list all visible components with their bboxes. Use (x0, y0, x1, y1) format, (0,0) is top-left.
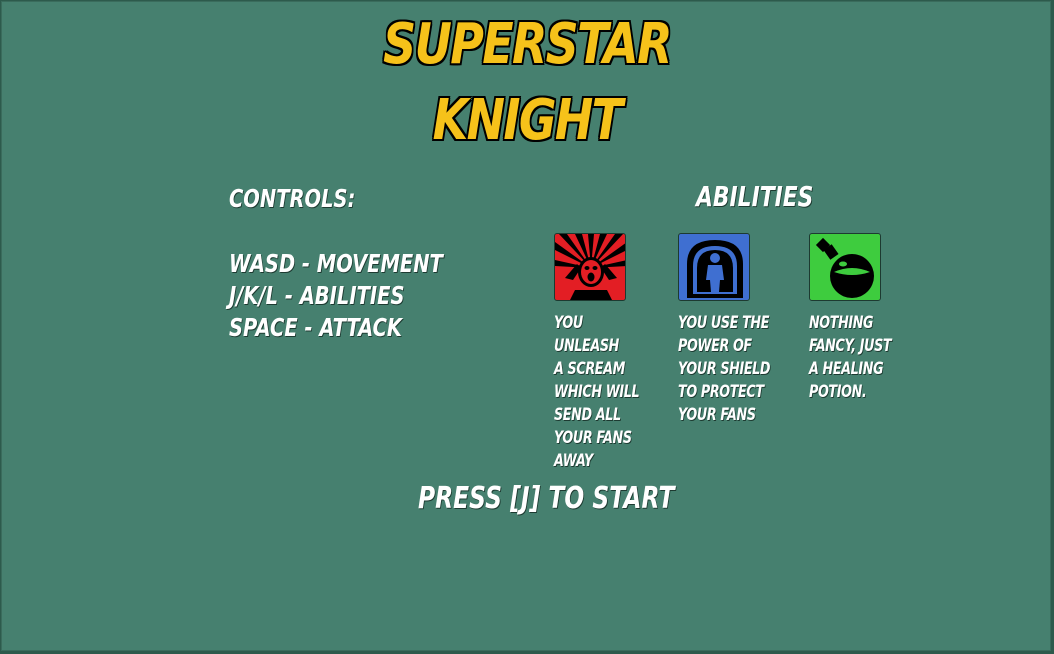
shield-desc-line: YOU USE THE (678, 313, 770, 333)
control-abilities: J/K/L - ABILITIES (229, 281, 405, 310)
potion-desc-line: POTION. (809, 382, 867, 402)
abilities-heading: ABILITIES (696, 180, 814, 213)
press-start-prompt: PRESS [J] TO START (418, 481, 675, 516)
controls-heading: CONTROLS: (229, 184, 356, 213)
scream-desc-line: AWAY (554, 451, 593, 471)
scream-desc-line: YOUR FANS (554, 428, 632, 448)
control-attack: SPACE - ATTACK (229, 313, 403, 342)
game-title-line2: KNIGHT (432, 88, 623, 153)
scream-desc-line: A SCREAM (554, 359, 625, 379)
shield-desc-line: POWER OF (678, 336, 752, 356)
shield-icon (678, 233, 750, 301)
potion-desc-line: NOTHING (809, 313, 874, 333)
scream-desc-line: SEND ALL (554, 405, 621, 425)
potion-description: NOTHING FANCY, JUST A HEALING POTION. (809, 312, 907, 404)
game-title-line1: SUPERSTAR (383, 12, 672, 77)
scream-description: YOU UNLEASH A SCREAM WHICH WILL SEND ALL… (554, 312, 652, 473)
shield-desc-line: TO PROTECT (678, 382, 764, 402)
shield-description: YOU USE THE POWER OF YOUR SHIELD TO PROT… (678, 312, 776, 427)
shield-desc-line: YOUR SHIELD (678, 359, 771, 379)
potion-desc-line: FANCY, JUST (809, 336, 892, 356)
scream-icon (554, 233, 626, 301)
scream-desc-line: YOU UNLEASH (554, 313, 619, 356)
control-movement: WASD - MOVEMENT (229, 249, 443, 278)
potion-icon (809, 233, 881, 301)
scream-desc-line: WHICH WILL (554, 382, 640, 402)
shield-desc-line: YOUR FANS (678, 405, 756, 425)
potion-desc-line: A HEALING (809, 359, 884, 379)
